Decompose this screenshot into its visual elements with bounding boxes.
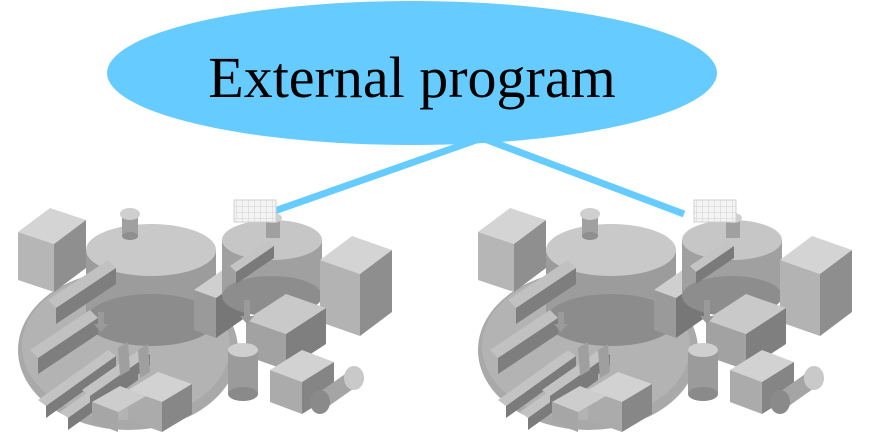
connector-right [480, 134, 686, 218]
machine-left [17, 199, 393, 433]
machine-right [477, 199, 853, 433]
connector-left [264, 134, 484, 218]
external-program-bubble: External program [107, 1, 717, 145]
bubble-label: External program [208, 45, 615, 110]
